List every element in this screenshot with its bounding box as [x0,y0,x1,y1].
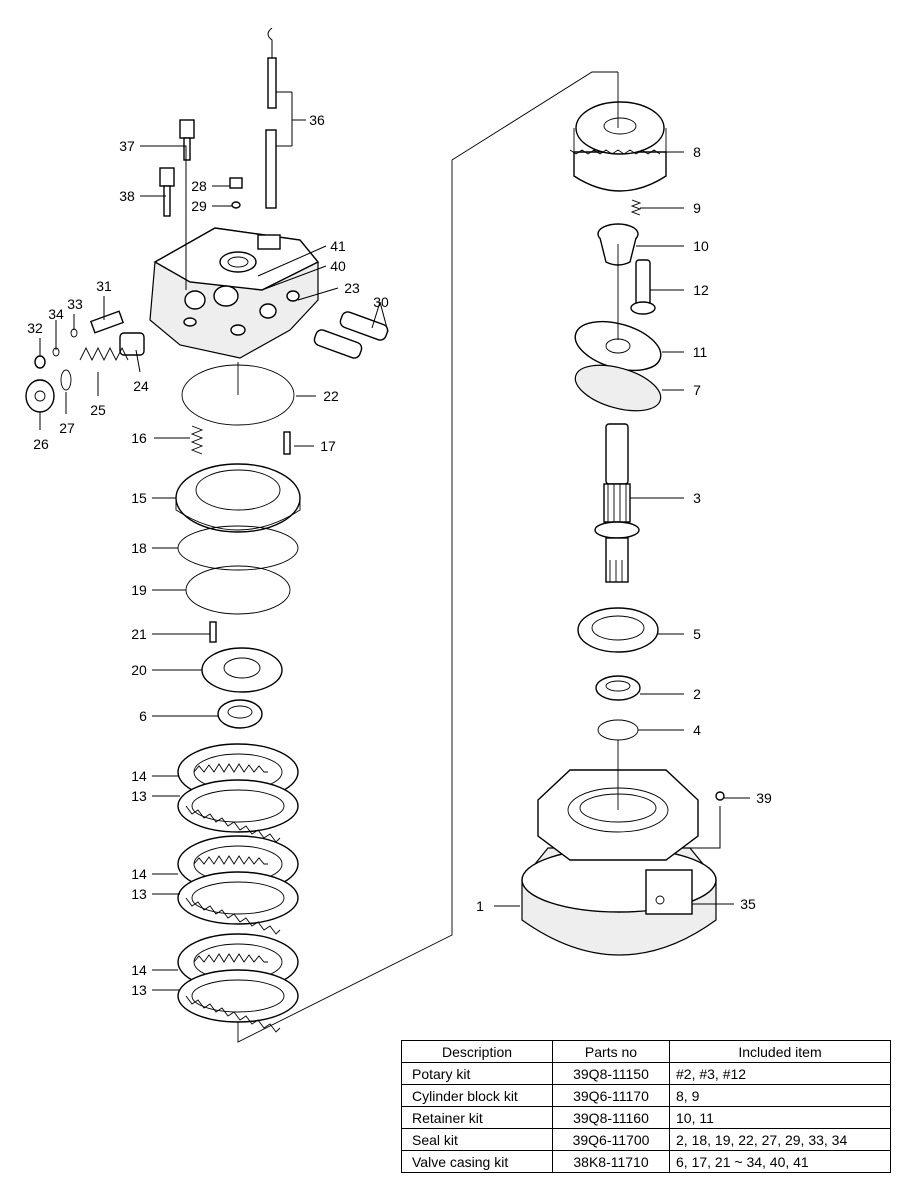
table-cell-included-item: 10, 11 [669,1106,891,1129]
callout-11: 11 [693,344,708,360]
callout-3: 3 [693,490,701,506]
callout-35: 35 [740,896,756,912]
snap-ring-4-illustration [597,719,639,741]
table-cell-included-item: #2, #3, #12 [669,1062,891,1085]
table-cell-parts-no: 39Q6-11700 [552,1128,670,1151]
table-cell-parts-no: 39Q8-11150 [552,1062,670,1085]
callout-4: 4 [693,722,701,738]
table-cell-included-item: 6, 17, 21 ~ 34, 40, 41 [669,1150,891,1173]
column-header-included-item: Included item [669,1040,891,1063]
table-cell-description: Potary kit [401,1062,553,1085]
callout-17: 17 [320,438,336,454]
callout-7: 7 [693,382,701,398]
valve-casing-illustration [149,227,320,359]
callout-33: 33 [67,296,83,312]
callout-13: 13 [131,788,147,804]
callout-15: 15 [131,490,147,506]
callout-26: 26 [33,436,49,452]
pin-12-illustration [630,259,656,315]
callout-34: 34 [48,306,64,322]
table-row: Retainer kit 39Q8-11160 10, 11 [401,1106,891,1129]
callout-1: 1 [476,898,484,914]
callout-25: 25 [90,402,106,418]
leader-lines [39,91,750,991]
table-cell-parts-no: 39Q6-11170 [552,1084,670,1107]
callout-20: 20 [131,662,147,678]
callout-32: 32 [27,320,43,336]
callout-10: 10 [693,238,709,254]
spring-16-illustration [190,425,204,455]
callout-2: 2 [693,686,701,702]
friction-plate-stack-2-illustration [177,835,299,935]
roller-bearing-5-illustration [577,607,659,653]
callout-22: 22 [323,388,339,404]
table-cell-description: Cylinder block kit [401,1084,553,1107]
callout-labels: 1 2 3 4 5 6 7 8 9 10 11 12 13 13 13 14 1… [27,112,772,998]
callout-39: 39 [756,790,772,806]
table-row: Potary kit 39Q8-11150 #2, #3, #12 [401,1062,891,1085]
callout-14: 14 [131,962,147,978]
kit-parts-table: Description Parts no Included item Potar… [401,1040,891,1173]
callout-24: 24 [133,378,149,394]
brake-piston-15-illustration [175,463,301,533]
valve-plate-20-illustration [201,647,283,693]
callout-23: 23 [344,280,360,296]
needle-bearing-6-illustration [217,699,263,729]
callout-13: 13 [131,982,147,998]
callout-8: 8 [693,144,701,160]
table-header-row: Description Parts no Included item [401,1040,891,1063]
friction-plate-stack-3-illustration [177,933,299,1033]
callout-16: 16 [131,430,147,446]
table-cell-included-item: 8, 9 [669,1084,891,1107]
spring-9-illustration [630,199,642,216]
callout-30: 30 [373,294,389,310]
callout-6: 6 [139,708,147,724]
callout-38: 38 [119,188,135,204]
relief-valve-rod-illustration [265,27,277,209]
callout-14: 14 [131,866,147,882]
oil-seal-2-illustration [595,675,641,701]
shoe-plate-7-illustration [574,364,662,412]
table-cell-description: Seal kit [401,1128,553,1151]
callout-14: 14 [131,768,147,784]
table-row: Seal kit 39Q6-11700 2, 18, 19, 22, 27, 2… [401,1128,891,1151]
callout-13: 13 [131,886,147,902]
spool-parts-illustration [313,311,389,359]
callout-31: 31 [96,278,112,294]
plug-and-spring-parts-illustration [25,310,145,413]
center-axis-left [237,71,618,1043]
pin-17-illustration [283,431,291,455]
table-cell-included-item: 2, 18, 19, 22, 27, 29, 33, 34 [669,1128,891,1151]
callout-41: 41 [330,238,346,254]
callout-12: 12 [693,282,709,298]
callout-40: 40 [330,258,346,274]
casing-1-illustration [521,769,725,956]
callout-27: 27 [59,420,75,436]
table-cell-description: Retainer kit [401,1106,553,1129]
callout-36: 36 [309,112,325,128]
callout-5: 5 [693,626,701,642]
table-cell-description: Valve casing kit [401,1150,553,1173]
bolts-illustration [159,119,243,217]
callout-19: 19 [131,582,147,598]
table-row: Cylinder block kit 39Q6-11170 8, 9 [401,1084,891,1107]
callout-9: 9 [693,200,701,216]
drive-shaft-3-illustration [594,423,640,583]
pin-21-illustration [209,621,217,643]
cylinder-block-8-illustration [569,101,667,192]
table-row: Valve casing kit 38K8-11710 6, 17, 21 ~ … [401,1150,891,1173]
table-cell-parts-no: 38K8-11710 [552,1150,670,1173]
o-ring-19-illustration [185,565,291,615]
column-header-description: Description [401,1040,553,1063]
callout-21: 21 [131,626,147,642]
callout-18: 18 [131,540,147,556]
friction-plate-stack-1-illustration [177,743,299,843]
table-cell-parts-no: 39Q8-11160 [552,1106,670,1129]
callout-29: 29 [191,198,207,214]
callout-37: 37 [119,138,135,154]
callout-28: 28 [191,178,207,194]
column-header-parts-no: Parts no [552,1040,670,1063]
